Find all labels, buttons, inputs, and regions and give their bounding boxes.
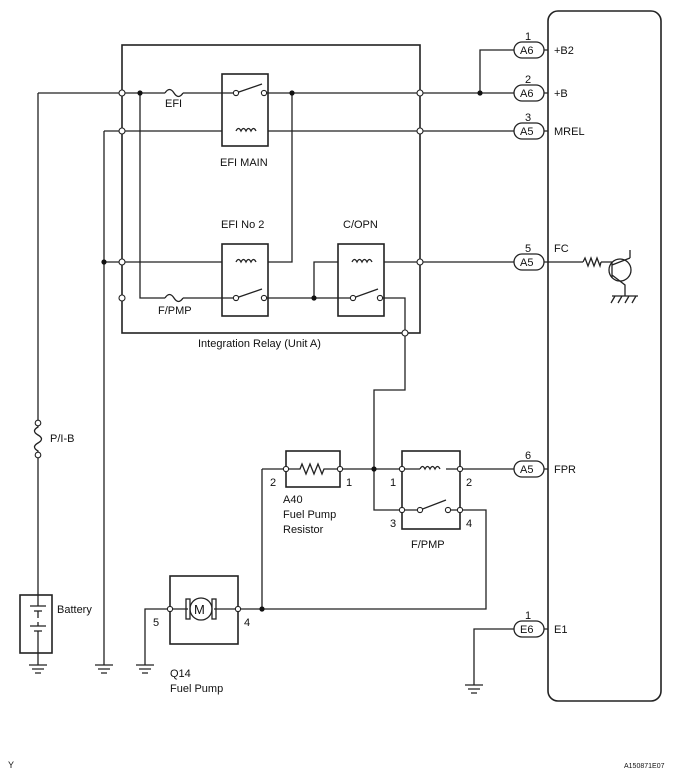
a40-pin-left-label: 2 [270, 477, 276, 489]
copn-coil-icon [351, 258, 373, 264]
a40-pin-2 [282, 465, 290, 473]
svg-text:FPR: FPR [554, 464, 576, 476]
motor-icon [189, 597, 213, 621]
svg-text:1: 1 [525, 610, 531, 622]
efi-main-coil-icon [235, 127, 257, 133]
battery-icon [30, 595, 46, 653]
q14-id: Q14 [170, 668, 191, 680]
fpmp-relay-label: F/PMP [411, 539, 445, 551]
efi-main-relay-box [221, 73, 269, 147]
q14-pin-left-label: 5 [153, 617, 159, 629]
copn-switch [314, 288, 406, 333]
wire-copn-coil [313, 261, 420, 298]
svg-text:2: 2 [525, 74, 531, 86]
ecm-connector-1: 1 A6 +B2 [513, 31, 574, 59]
ecm-connector-6: 6 A5 FPR [513, 450, 576, 478]
copn-label: C/OPN [343, 219, 378, 231]
relay-pins [232, 89, 384, 302]
efi-main-label: EFI MAIN [220, 157, 268, 169]
a40-resistor-icon [286, 462, 340, 476]
svg-text:+B: +B [554, 88, 568, 100]
efi-fuse-icon [164, 88, 184, 98]
motor-symbol: M [194, 602, 205, 617]
wire-to-fpmp-relay [373, 333, 406, 469]
svg-text:+B2: +B2 [554, 45, 574, 57]
svg-text:A6: A6 [520, 88, 533, 100]
svg-text:A5: A5 [520, 257, 533, 269]
q14-pin-right-label: 4 [244, 617, 250, 629]
fpmp-pin-2: 2 [466, 477, 472, 489]
fpmp-pin-3: 3 [390, 518, 396, 530]
wire-e1-ground [473, 628, 514, 685]
a40-name-2: Resistor [283, 524, 324, 536]
ecm-connector-3: 3 A5 MREL [513, 112, 585, 140]
fpmp-pin-4: 4 [466, 518, 472, 530]
svg-text:5: 5 [525, 243, 531, 255]
svg-text:E6: E6 [520, 624, 533, 636]
battery-box [19, 594, 53, 654]
svg-text:E1: E1 [554, 624, 567, 636]
ecm-connector-e1: 1 E6 E1 [513, 610, 567, 638]
fc-transistor-icon [608, 250, 638, 304]
wire-pump-ground [144, 608, 170, 665]
fpmp-relay-pins [398, 465, 464, 514]
ecm-connector-2: 2 A6 +B [513, 74, 568, 102]
svg-text:1: 1 [525, 31, 531, 43]
fpmp-fuse-label: F/PMP [158, 305, 192, 317]
pib-fuse-terminal-bottom [34, 451, 42, 459]
efi-no2-label: EFI No 2 [221, 219, 264, 231]
svg-text:MREL: MREL [554, 126, 585, 138]
fpmp-fuse-icon [164, 293, 184, 303]
a40-pin-1 [336, 465, 344, 473]
svg-text:A5: A5 [520, 126, 533, 138]
ground-icon [29, 653, 483, 694]
a40-name-1: Fuel Pump [283, 509, 336, 521]
pib-fuse-icon [33, 423, 43, 455]
q14-pin-4 [234, 605, 242, 613]
svg-text:6: 6 [525, 450, 531, 462]
integration-relay-box [121, 44, 421, 334]
q14-name: Fuel Pump [170, 683, 223, 695]
svg-text:FC: FC [554, 243, 569, 255]
ecm-stubs [544, 49, 548, 630]
fpmp-switch [373, 469, 460, 511]
relay-box-terminals [118, 89, 424, 337]
q14-pin-5 [166, 605, 174, 613]
wire-fpmp-to-pump [238, 509, 487, 610]
footer-right: A150871E07 [624, 763, 665, 770]
pib-fuse-label: P/I-B [50, 433, 74, 445]
efi-no2-relay-box [221, 243, 269, 317]
a40-pin-right-label: 1 [346, 477, 352, 489]
ecm-box [547, 10, 662, 702]
integration-relay-label: Integration Relay (Unit A) [198, 338, 321, 350]
wire-fpmp-fuse [139, 93, 222, 299]
wire-plus-b2 [479, 49, 514, 93]
fpmp-relay-box [401, 450, 461, 530]
efi-no2-coil-icon [235, 258, 257, 264]
wire-efi-no2-coil [104, 93, 293, 263]
a40-id: A40 [283, 494, 303, 506]
ecm-connector-5: 5 A5 FC [513, 243, 569, 271]
svg-text:A6: A6 [520, 45, 533, 57]
fpmp-coil-icon [419, 465, 441, 471]
copn-relay-box [337, 243, 385, 317]
svg-text:A5: A5 [520, 464, 533, 476]
battery-label: Battery [57, 604, 92, 616]
fc-resistor-icon [582, 256, 602, 269]
fpmp-pin-1: 1 [390, 477, 396, 489]
svg-text:3: 3 [525, 112, 531, 124]
footer-left: Y [8, 760, 14, 770]
efi-fuse-label: EFI [165, 98, 182, 110]
efi-main-switch [222, 83, 268, 94]
pib-fuse-terminal-top [34, 419, 42, 427]
junction-dots [101, 90, 483, 612]
